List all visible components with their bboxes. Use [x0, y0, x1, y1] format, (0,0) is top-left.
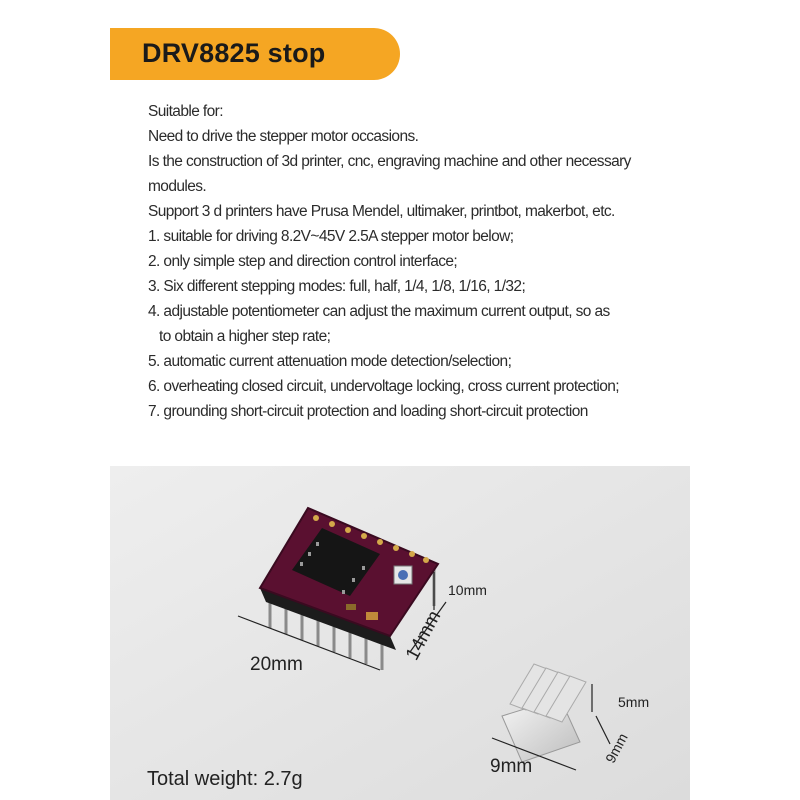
description-line: Need to drive the stepper motor occasion… [148, 128, 419, 145]
description-line: modules. [148, 178, 207, 195]
description-line: Suitable for: [148, 103, 224, 120]
drv8825-board [258, 506, 440, 670]
description-line: 6. overheating closed circuit, undervolt… [148, 378, 620, 395]
product-photo: 10mm 20mm 14mm 5mm 9mm 9mm Total weight:… [110, 466, 690, 800]
height-dimension-label: 10mm [448, 582, 487, 598]
heatsink [501, 663, 587, 763]
width-dimension-label: 20mm [250, 654, 303, 675]
product-illustration [110, 466, 690, 800]
description-line: 2. only simple step and direction contro… [148, 253, 458, 270]
heatsink-height-label: 5mm [618, 694, 650, 710]
description-block: Suitable for: Need to drive the stepper … [148, 99, 708, 424]
banner-title: DRV8825 stop [142, 38, 326, 68]
description-line: 3. Six different stepping modes: full, h… [148, 278, 526, 295]
title-banner: DRV8825 stop [110, 28, 400, 80]
description-line: Is the construction of 3d printer, cnc, … [148, 153, 631, 170]
heatsink-width-label: 9mm [490, 756, 533, 777]
description-line: 4. adjustable potentiometer can adjust t… [148, 303, 610, 320]
description-line: 1. suitable for driving 8.2V~45V 2.5A st… [148, 228, 514, 245]
description-line: 5. automatic current attenuation mode de… [148, 353, 512, 370]
description-line: 7. grounding short-circuit protection an… [148, 403, 588, 420]
description-line: Support 3 d printers have Prusa Mendel, … [148, 203, 615, 220]
description-line: to obtain a higher step rate; [159, 328, 331, 345]
dimension-lines [237, 572, 611, 771]
total-weight-label: Total weight: 2.7g [147, 768, 303, 790]
